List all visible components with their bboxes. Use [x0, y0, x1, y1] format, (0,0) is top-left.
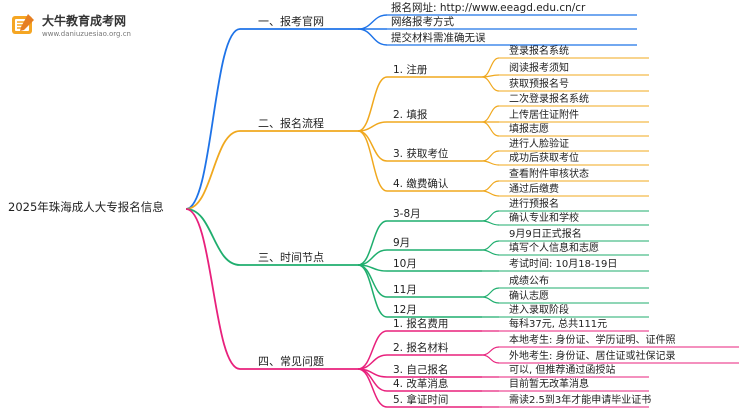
leaf-topic: 可以, 但推荐通过函授站 [509, 363, 615, 376]
leaf-topic: 查看附件审核状态 [509, 167, 589, 180]
branch-connector [185, 208, 241, 370]
sub-topic: 2. 填报 [393, 108, 428, 121]
leaf-topic: 进行人脸验证 [509, 137, 569, 150]
leaf-connector [481, 287, 500, 298]
leaf-connector [481, 249, 500, 256]
leaf-topic: 通过后缴费 [509, 182, 559, 195]
leaf-topic: 二次登录报名系统 [509, 92, 589, 105]
site-logo: 大牛教育成考网 www.daniuzuesiao.org.cn [4, 4, 194, 48]
leaf-connector [481, 150, 500, 162]
sub-connector [357, 130, 388, 192]
logo-url: www.daniuzuesiao.org.cn [42, 30, 131, 38]
sub-topic: 4. 缴费确认 [393, 177, 449, 190]
branch-connector [185, 208, 241, 266]
branch-topic: 三、时间节点 [258, 251, 324, 264]
sub-connector [357, 76, 388, 132]
sub-topic: 2. 报名材料 [393, 341, 449, 354]
leaf-connector [481, 296, 500, 304]
sub-connector [357, 264, 388, 318]
leaf-topic: 填报志愿 [509, 122, 549, 135]
sub-topic: 3. 自己报名 [393, 363, 448, 376]
leaf-connector [481, 105, 500, 123]
sub-topic: 9月 [393, 237, 410, 249]
sub-connector [357, 121, 388, 132]
sub-topic: 4. 改革消息 [393, 377, 448, 390]
sub-topic: 3. 获取考位 [393, 147, 449, 160]
sub-topic: 3-8月 [393, 208, 421, 220]
branch-topic: 二、报名流程 [258, 116, 324, 130]
sub-connector [357, 220, 388, 266]
leaf-topic: 提交材料需准确无误 [391, 31, 486, 44]
root-topic: 2025年珠海成人大专报名信息 [8, 200, 164, 214]
branch-topic: 一、报考官网 [258, 14, 324, 28]
leaf-connector [481, 240, 500, 251]
sub-connector [357, 330, 388, 370]
sub-connector [357, 368, 388, 408]
leaf-topic: 填写个人信息和志愿 [509, 241, 599, 254]
leaf-connector [481, 160, 500, 166]
leaf-connector [481, 57, 500, 78]
branch-connector [185, 130, 241, 210]
leaf-connector [481, 180, 500, 192]
book-icon [12, 14, 34, 34]
leaf-topic: 报名网址: http://www.eeagd.edu.cn/cr [391, 1, 586, 14]
leaf-topic: 成绩公布 [509, 274, 549, 287]
leaf-topic: 需读2.5到3年才能申请毕业证书 [509, 393, 651, 406]
leaf-topic: 获取预报名号 [509, 77, 569, 90]
leaf-topic: 成功后获取考位 [509, 151, 579, 164]
leaf-connector [357, 28, 388, 46]
sub-topic: 1. 报名费用 [393, 317, 448, 330]
sub-topic: 5. 拿证时间 [393, 393, 448, 406]
branch-topic: 四、常见问题 [258, 355, 324, 368]
leaf-connector [481, 210, 500, 222]
leaf-topic: 9月9日正式报名 [509, 227, 582, 240]
sub-topic: 12月 [393, 304, 417, 316]
leaf-topic: 进行预报名 [509, 197, 559, 210]
leaf-topic: 登录报名系统 [509, 44, 569, 57]
leaf-topic: 上传居住证附件 [509, 108, 579, 121]
leaf-connector [481, 121, 500, 137]
sub-topic: 11月 [393, 284, 417, 296]
leaf-connector [481, 76, 500, 92]
leaf-connector [481, 354, 500, 364]
leaf-topic: 阅读报考须知 [509, 61, 569, 74]
leaf-topic: 考试时间: 10月18-19日 [509, 257, 617, 270]
leaf-topic: 进入录取阶段 [509, 303, 569, 316]
leaf-topic: 确认志愿 [509, 289, 549, 302]
leaf-topic: 目前暂无改革消息 [509, 377, 589, 390]
leaf-topic: 每科37元, 总共111元 [509, 317, 607, 330]
logo-title: 大牛教育成考网 [42, 14, 127, 28]
sub-connector [357, 130, 388, 162]
leaf-topic: 本地考生: 身份证、学历证明、证件照 [509, 333, 676, 346]
leaf-connector [357, 14, 388, 30]
leaf-connector [481, 190, 500, 197]
sub-topic: 1. 注册 [393, 63, 428, 76]
leaf-topic: 外地考生: 身份证、居住证或社保记录 [509, 349, 676, 362]
sub-topic: 10月 [393, 258, 417, 270]
leaf-topic: 网络报考方式 [391, 15, 454, 28]
branch-connector [185, 28, 241, 210]
leaf-connector [481, 220, 500, 226]
leaf-topic: 确认专业和学校 [509, 211, 579, 224]
leaf-connector [481, 346, 500, 356]
